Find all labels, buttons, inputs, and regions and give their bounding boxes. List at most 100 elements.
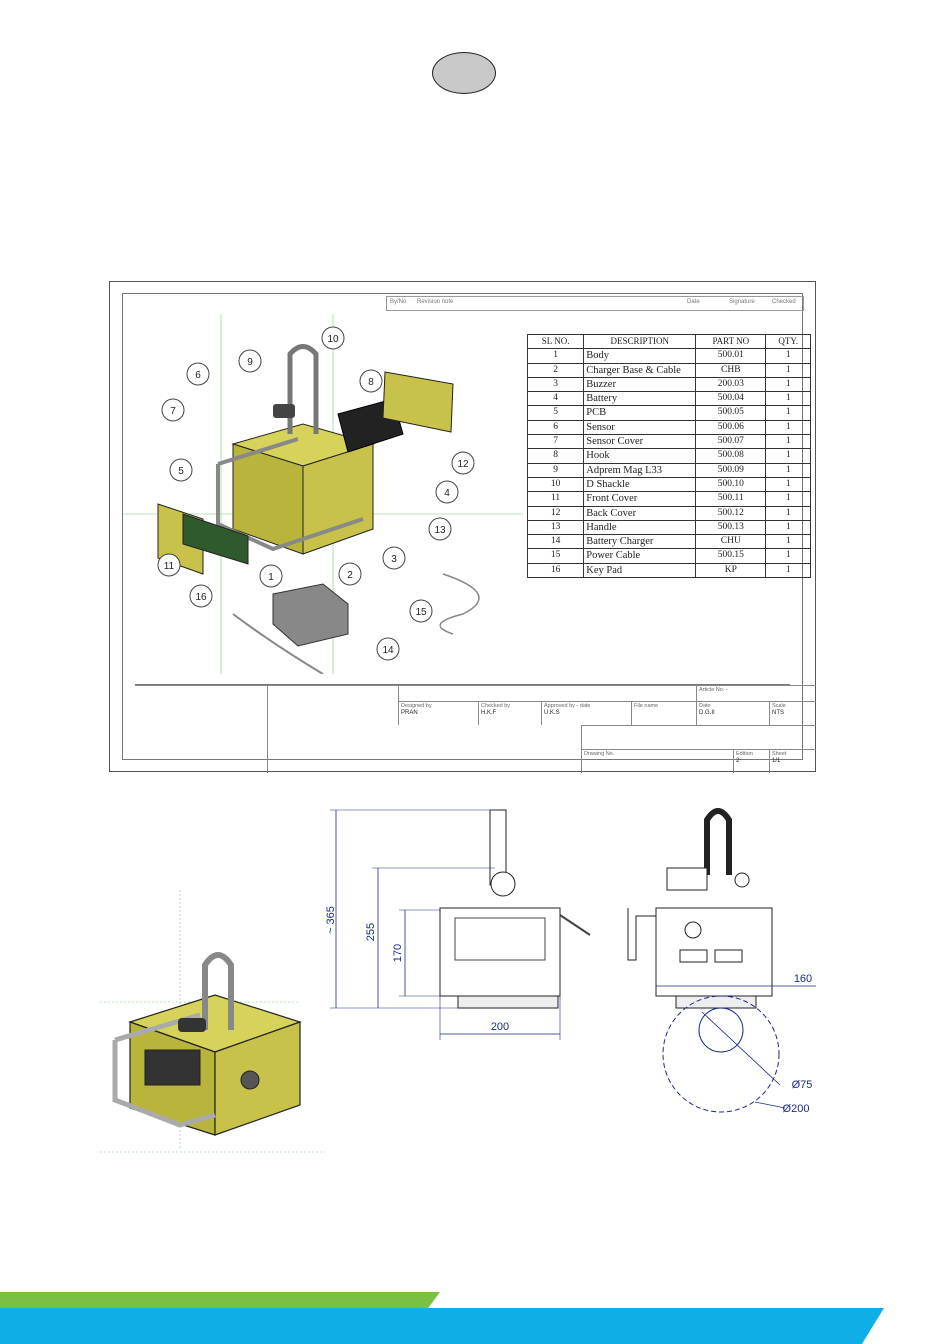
bom-cell: 13 xyxy=(526,519,585,536)
dim-height-170: 170 xyxy=(392,944,404,962)
dim-overall-height: ~ 365 xyxy=(325,906,337,934)
bom-cell: 1 xyxy=(765,548,811,564)
bom-cell: 500.07 xyxy=(695,434,767,450)
bom-cell: Power Cable xyxy=(583,548,697,564)
svg-text:1: 1 xyxy=(268,572,274,583)
balloon: 8 xyxy=(359,369,383,393)
bom-cell: 1 xyxy=(765,534,811,550)
revision-note-label: Revision note xyxy=(417,299,454,305)
bom-cell: 4 xyxy=(526,391,585,407)
title-block-blank-area xyxy=(267,685,398,773)
bom-cell: 500.08 xyxy=(695,448,767,464)
bom-cell: Battery xyxy=(583,391,697,407)
bom-cell: 1 xyxy=(765,434,811,450)
bom-cell: 1 xyxy=(765,419,811,436)
dim-height-255: 255 xyxy=(365,923,377,941)
bom-cell: 5 xyxy=(526,405,585,421)
drawing-no-cell: Drawing No. xyxy=(581,749,733,773)
title-block-logo-area xyxy=(135,685,267,773)
back-cover xyxy=(382,371,454,433)
approved-by-label: Approved by - date xyxy=(544,703,591,709)
title-cell xyxy=(581,725,816,749)
dim-side-160: 160 xyxy=(794,973,812,985)
revision-bar: By/No Revision note Date Signature Check… xyxy=(386,296,804,311)
balloon: 2 xyxy=(338,562,362,586)
revision-signature-label: Signature xyxy=(729,299,755,305)
svg-text:11: 11 xyxy=(164,561,175,572)
scale-value: NTS xyxy=(772,710,784,716)
bom-cell: Hook xyxy=(583,448,697,464)
isometric-view xyxy=(100,890,325,1153)
drawing-sheet: By/No Revision note Date Signature Check… xyxy=(109,281,816,773)
file-name-cell: File name xyxy=(631,701,696,725)
bom-cell: 1 xyxy=(765,562,811,579)
bom-cell: Sensor xyxy=(583,419,697,436)
dim-width-200: 200 xyxy=(491,1021,509,1033)
svg-text:3: 3 xyxy=(391,554,397,565)
balloon: 9 xyxy=(238,349,262,373)
bom-cell: 1 xyxy=(765,448,811,464)
bom-cell: 200.03 xyxy=(695,376,767,393)
balloon: 7 xyxy=(161,398,185,422)
footer-stripe-green xyxy=(0,1292,440,1310)
bom-header-cell: PART NO xyxy=(695,333,767,350)
bom-cell: 1 xyxy=(765,491,811,507)
bom-cell: PCB xyxy=(583,405,697,421)
bom-cell: 500.06 xyxy=(695,419,767,436)
svg-text:12: 12 xyxy=(457,459,469,470)
bom-cell: 1 xyxy=(765,519,811,536)
bom-cell: 6 xyxy=(526,419,585,436)
svg-text:15: 15 xyxy=(415,607,427,618)
bom-cell: 500.11 xyxy=(695,491,767,507)
bom-cell: 500.10 xyxy=(695,476,767,493)
designed-by-value: PRAN xyxy=(401,710,418,716)
bom-cell: D Shackle xyxy=(583,476,697,493)
balloon: 10 xyxy=(321,326,345,350)
bom-cell: Charger Base & Cable xyxy=(583,362,697,378)
bom-cell: 2 xyxy=(526,362,585,378)
date-label: Date xyxy=(699,703,711,709)
exploded-view: 1 2 3 4 5 6 7 8 9 10 11 12 13 14 15 16 xyxy=(123,314,523,674)
bom-cell: Body xyxy=(583,348,697,364)
bom-cell: Back Cover xyxy=(583,505,697,521)
svg-text:16: 16 xyxy=(195,592,207,603)
d-shackle xyxy=(287,344,319,434)
power-cable xyxy=(439,573,480,635)
revision-by-label: By/No xyxy=(390,299,407,305)
balloon: 12 xyxy=(451,451,475,475)
designed-by-label: Designed by xyxy=(401,703,432,709)
adprem-mag xyxy=(273,404,295,418)
dimension-views: ~ 365 255 170 200 160 Ø75 Ø200 xyxy=(100,808,816,1153)
bom-cell: KP xyxy=(695,562,767,579)
bom-cell: 8 xyxy=(526,448,585,464)
bom-header-cell: DESCRIPTION xyxy=(583,333,697,350)
battery-charger xyxy=(272,583,349,647)
bom-cell: 500.01 xyxy=(695,348,767,364)
bom-cell: 16 xyxy=(526,562,585,579)
balloon: 13 xyxy=(428,517,452,541)
balloon: 3 xyxy=(382,546,406,570)
bom-cell: CHB xyxy=(695,362,767,378)
bom-cell: 1 xyxy=(765,376,811,393)
side-view: 160 Ø75 Ø200 xyxy=(627,808,816,1115)
bom-cell: Key Pad xyxy=(583,562,697,579)
svg-text:7: 7 xyxy=(170,406,176,417)
dim-diameter-75: Ø75 xyxy=(792,1079,813,1091)
bom-cell: 1 xyxy=(765,462,811,478)
bom-cell: 3 xyxy=(526,376,585,393)
bom-cell: Buzzer xyxy=(583,376,697,393)
edition-label: Edition xyxy=(736,751,753,757)
bom-cell: 9 xyxy=(526,462,585,478)
